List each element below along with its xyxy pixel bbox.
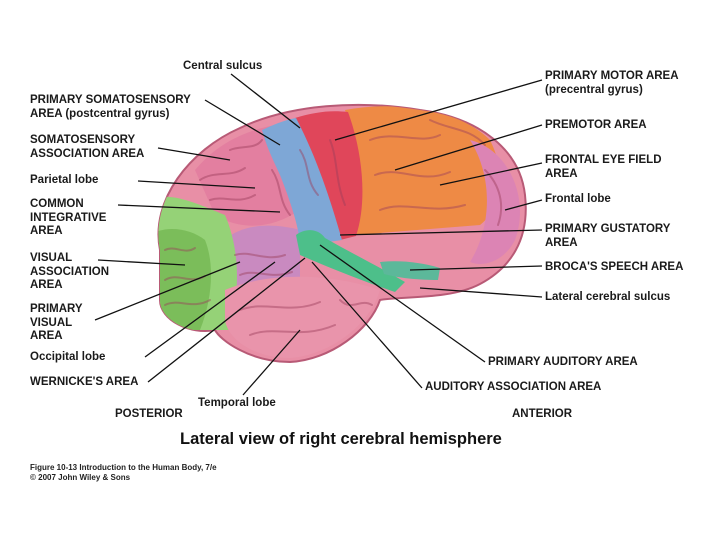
primary-somatosensory-region [262, 118, 342, 246]
label-visual-association-line3: AREA [30, 279, 63, 291]
label-primary-somatosensory: PRIMARY SOMATOSENSORY AREA (postcentral … [30, 94, 191, 121]
label-common-integrative-line3: AREA [30, 225, 63, 237]
label-somatosensory-association: SOMATOSENSORY ASSOCIATION AREA [30, 134, 144, 161]
label-primary-visual: PRIMARY VISUAL AREA [30, 303, 83, 344]
label-visual-association-line1: VISUAL [30, 252, 73, 264]
label-frontal-lobe: Frontal lobe [545, 193, 611, 205]
label-primary-motor-line1: PRIMARY MOTOR AREA [545, 70, 679, 82]
label-frontal-eye-field: FRONTAL EYE FIELD AREA [545, 154, 662, 181]
figure-credit: Figure 10-13 Introduction to the Human B… [30, 463, 217, 483]
label-primary-somatosensory-line1: PRIMARY SOMATOSENSORY [30, 94, 191, 106]
premotor-region [345, 106, 501, 235]
primary-motor-region [295, 111, 363, 240]
label-primary-gustatory-line2: AREA [545, 236, 578, 249]
label-parietal-lobe: Parietal lobe [30, 174, 99, 186]
label-common-integrative-line2: INTEGRATIVE [30, 211, 107, 224]
label-common-integrative-line1: COMMON [30, 198, 84, 210]
label-visual-association: VISUAL ASSOCIATION AREA [30, 252, 109, 293]
label-central-sulcus: Central sulcus [183, 60, 263, 72]
label-primary-visual-line1: PRIMARY [30, 303, 83, 315]
label-primary-gustatory-line1: PRIMARY GUSTATORY [545, 223, 671, 235]
gyri-texture [164, 119, 503, 336]
temporal-lobe-region [225, 276, 380, 358]
label-occipital-lobe: Occipital lobe [30, 351, 106, 363]
label-somatosensory-association-line1: SOMATOSENSORY [30, 134, 136, 146]
figure-credit-line1: Figure 10-13 Introduction to the Human B… [30, 463, 217, 472]
figure-credit-line2: © 2007 John Wiley & Sons [30, 473, 131, 482]
diagram-caption: Lateral view of right cerebral hemispher… [180, 430, 502, 448]
broca-region [380, 261, 440, 280]
label-temporal-lobe: Temporal lobe [198, 397, 276, 409]
label-lateral-cerebral-sulcus: Lateral cerebral sulcus [545, 291, 671, 303]
label-primary-visual-line3: AREA [30, 330, 63, 342]
label-frontal-eye-field-line2: AREA [545, 167, 578, 180]
label-common-integrative: COMMON INTEGRATIVE AREA [30, 198, 106, 239]
label-posterior: POSTERIOR [115, 408, 183, 420]
label-somatosensory-association-line2: ASSOCIATION AREA [30, 147, 145, 160]
label-brocas-speech-area: BROCA'S SPEECH AREA [545, 261, 684, 273]
label-primary-visual-line2: VISUAL [30, 316, 73, 329]
label-frontal-eye-field-line1: FRONTAL EYE FIELD [545, 154, 662, 166]
label-premotor-area: PREMOTOR AREA [545, 119, 647, 131]
label-anterior: ANTERIOR [512, 408, 573, 420]
label-primary-motor: PRIMARY MOTOR AREA (precentral gyrus) [545, 70, 679, 97]
label-primary-auditory-area: PRIMARY AUDITORY AREA [488, 356, 638, 368]
label-visual-association-line2: ASSOCIATION [30, 265, 110, 278]
label-primary-motor-line2: (precentral gyrus) [545, 83, 643, 96]
label-wernickes-area: WERNICKE'S AREA [30, 376, 139, 388]
primary-visual-region [158, 229, 212, 330]
label-auditory-association-area: AUDITORY ASSOCIATION AREA [425, 381, 602, 393]
label-primary-gustatory: PRIMARY GUSTATORY AREA [545, 223, 670, 250]
primary-auditory-region [296, 230, 405, 292]
label-primary-somatosensory-line2: AREA (postcentral gyrus) [30, 107, 170, 120]
leader-lines [94, 73, 543, 396]
